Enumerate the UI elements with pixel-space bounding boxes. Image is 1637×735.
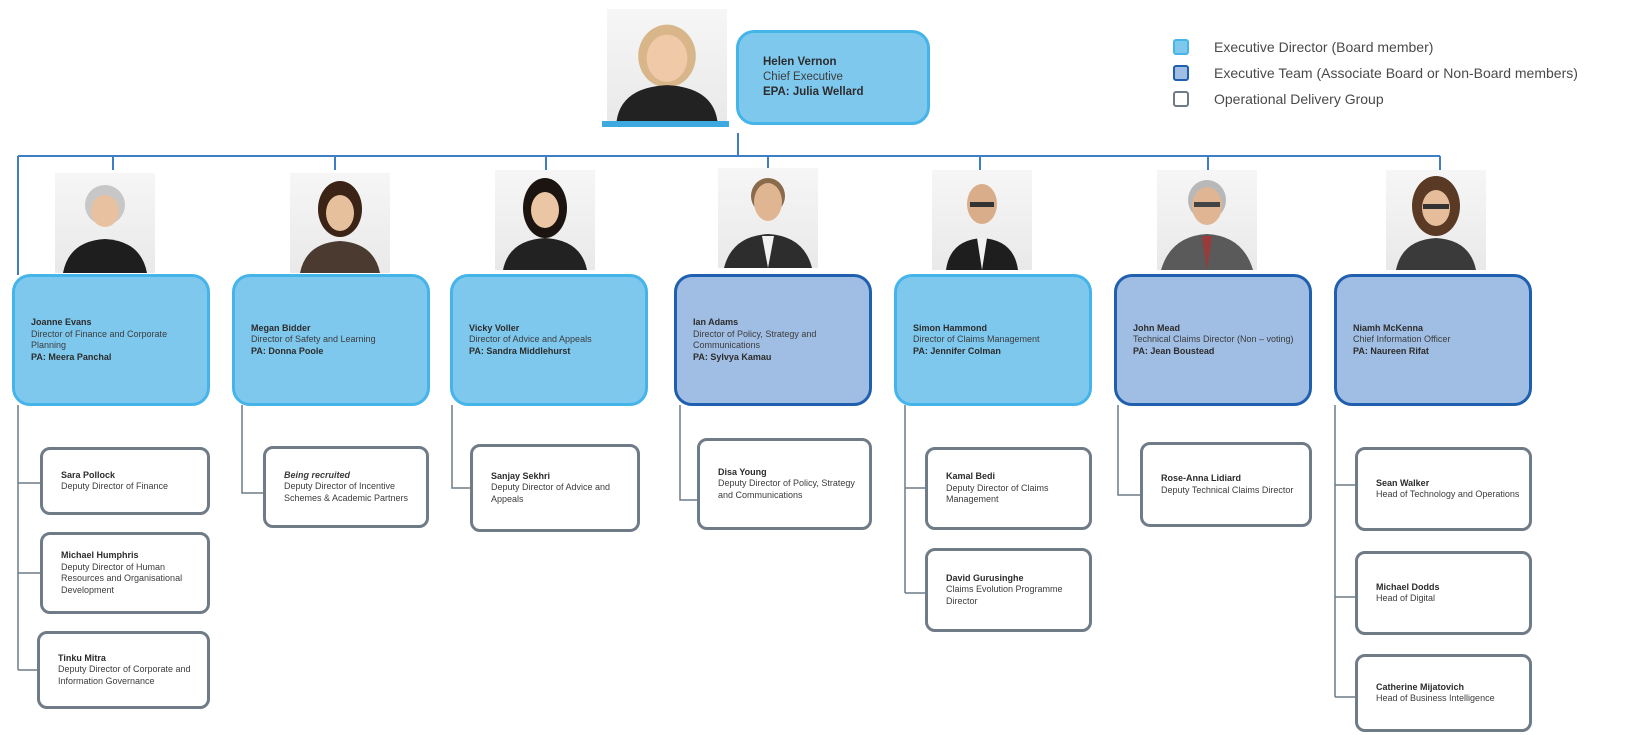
director-box-vicky-voller[interactable]: Vicky Voller Director of Advice and Appe… [450, 274, 648, 406]
adams-reports-connector [679, 405, 697, 501]
director-pa: PA: Jennifer Colman [913, 345, 1001, 356]
legend-label: Operational Delivery Group [1214, 91, 1384, 107]
evans-reports-connector [17, 405, 40, 671]
report-name: Catherine Mijatovich [1376, 681, 1465, 692]
director-name: Vicky Voller [469, 322, 520, 333]
hammond-reports-connector [904, 405, 925, 594]
director-box-niamh-mckenna[interactable]: Niamh McKenna Chief Information Officer … [1334, 274, 1532, 406]
report-title: Deputy Director of Finance [61, 481, 169, 491]
report-name: Rose-Anna Lidiard [1161, 473, 1242, 483]
report-name: Sanjay Sekhri [491, 470, 551, 481]
ceo-pa: EPA: Julia Wellard [763, 86, 864, 98]
photo-ian-adams [718, 168, 818, 268]
report-title: Deputy Director of Advice and Appeals [491, 482, 611, 504]
director-title: Technical Claims Director (Non – voting) [1133, 334, 1294, 345]
director-pa: PA: Sandra Middlehurst [469, 345, 571, 356]
director-name: Joanne Evans [31, 317, 92, 327]
ceo-title: Chief Executive [763, 71, 843, 83]
report-name: Being recruited [284, 469, 351, 480]
report-box-disa-young[interactable]: Disa Young Deputy Director of Policy, St… [697, 438, 872, 530]
director-pa: PA: Naureen Rifat [1353, 345, 1429, 356]
report-title: Deputy Technical Claims Director [1161, 484, 1294, 495]
director-box-john-mead[interactable]: John Mead Technical Claims Director (Non… [1114, 274, 1312, 406]
report-title: Deputy Director of Human Resources and O… [61, 561, 183, 595]
director-name: Ian Adams [693, 317, 739, 327]
report-title: Deputy Director of Incentive Schemes & A… [284, 481, 409, 503]
photo-joanne-evans [55, 173, 155, 273]
bidder-reports-connector [241, 405, 263, 494]
report-title: Deputy Director of Claims Management [946, 482, 1049, 505]
director-box-simon-hammond[interactable]: Simon Hammond Director of Claims Managem… [894, 274, 1092, 406]
director-box-megan-bidder[interactable]: Megan Bidder Director of Safety and Lear… [232, 274, 430, 406]
director-box-joanne-evans[interactable]: Joanne Evans Director of Finance and Cor… [12, 274, 210, 406]
director-pa: PA: Jean Boustead [1133, 345, 1215, 356]
director-name: Simon Hammond [913, 322, 988, 333]
legend-swatch-executive-team [1173, 65, 1189, 81]
photo-simon-hammond [932, 170, 1032, 270]
director-title: Director of Advice and Appeals [469, 334, 592, 345]
photo-vicky-voller [495, 170, 595, 270]
report-title: Claims Evolution Programme Director [946, 584, 1063, 606]
photo-john-mead [1157, 170, 1257, 270]
report-title: Deputy Director of Corporate and Informa… [58, 664, 191, 686]
report-box-kamal-bedi[interactable]: Kamal Bedi Deputy Director of Claims Man… [925, 447, 1092, 530]
report-box-michael-humphris[interactable]: Michael Humphris Deputy Director of Huma… [40, 532, 210, 614]
report-title: Deputy Director of Policy, Strategy and … [718, 478, 855, 500]
report-box-sanjay-sekhri[interactable]: Sanjay Sekhri Deputy Director of Advice … [470, 444, 640, 532]
director-name: John Mead [1133, 322, 1181, 333]
report-box-tinku-mitra[interactable]: Tinku Mitra Deputy Director of Corporate… [37, 631, 210, 709]
photo-niamh-mckenna [1386, 170, 1486, 270]
report-name: Sara Pollock [61, 469, 116, 480]
report-box-catherine-mijatovich[interactable]: Catherine Mijatovich Head of Business In… [1355, 654, 1532, 732]
legend-label: Executive Director (Board member) [1214, 39, 1434, 55]
mckenna-reports-connector [1334, 405, 1355, 698]
report-title: Head of Technology and Operations [1376, 489, 1520, 499]
report-title: Head of Digital [1376, 593, 1436, 603]
legend-label: Executive Team (Associate Board or Non-B… [1214, 65, 1578, 81]
director-title: Director of Policy, Strategy and Communi… [693, 328, 817, 351]
director-pa: PA: Donna Poole [251, 345, 324, 356]
report-box-sara-pollock[interactable]: Sara Pollock Deputy Director of Finance [40, 447, 210, 515]
report-name: Kamal Bedi [946, 471, 996, 482]
director-name: Niamh McKenna [1353, 322, 1424, 333]
ceo-photo-underline [602, 121, 729, 127]
legend-swatch-operational [1173, 91, 1189, 107]
ceo-name: Helen Vernon [763, 56, 837, 68]
director-pa: PA: Meera Panchal [31, 351, 112, 362]
report-box-being-recruited[interactable]: Being recruited Deputy Director of Incen… [263, 446, 429, 528]
director-title: Director of Finance and Corporate Planni… [31, 328, 168, 351]
report-name: David Gurusinghe [946, 572, 1024, 583]
director-title: Director of Safety and Learning [251, 334, 376, 345]
photo-megan-bidder [290, 173, 390, 273]
voller-reports-connector [451, 405, 470, 489]
report-name: Disa Young [718, 466, 767, 477]
ceo-box[interactable]: Helen Vernon Chief Executive EPA: Julia … [736, 30, 930, 125]
report-name: Tinku Mitra [58, 652, 106, 663]
report-box-david-gurusinghe[interactable]: David Gurusinghe Claims Evolution Progra… [925, 548, 1092, 632]
report-name: Sean Walker [1376, 477, 1430, 488]
mead-reports-connector [1117, 405, 1140, 496]
report-box-rose-anna-lidiard[interactable]: Rose-Anna Lidiard Deputy Technical Claim… [1140, 442, 1312, 527]
director-title: Director of Claims Management [913, 334, 1040, 345]
director-title: Chief Information Officer [1353, 334, 1451, 345]
director-box-ian-adams[interactable]: Ian Adams Director of Policy, Strategy a… [674, 274, 872, 406]
report-title: Head of Business Intelligence [1376, 693, 1495, 703]
director-name: Megan Bidder [251, 322, 311, 333]
legend-swatch-executive-director [1173, 39, 1189, 55]
ceo-photo [607, 9, 727, 121]
report-name: Michael Dodds [1376, 581, 1440, 592]
report-box-michael-dodds[interactable]: Michael Dodds Head of Digital [1355, 551, 1532, 635]
report-name: Michael Humphris [61, 550, 139, 560]
report-box-sean-walker[interactable]: Sean Walker Head of Technology and Opera… [1355, 447, 1532, 531]
director-pa: PA: Sylvya Kamau [693, 351, 772, 362]
